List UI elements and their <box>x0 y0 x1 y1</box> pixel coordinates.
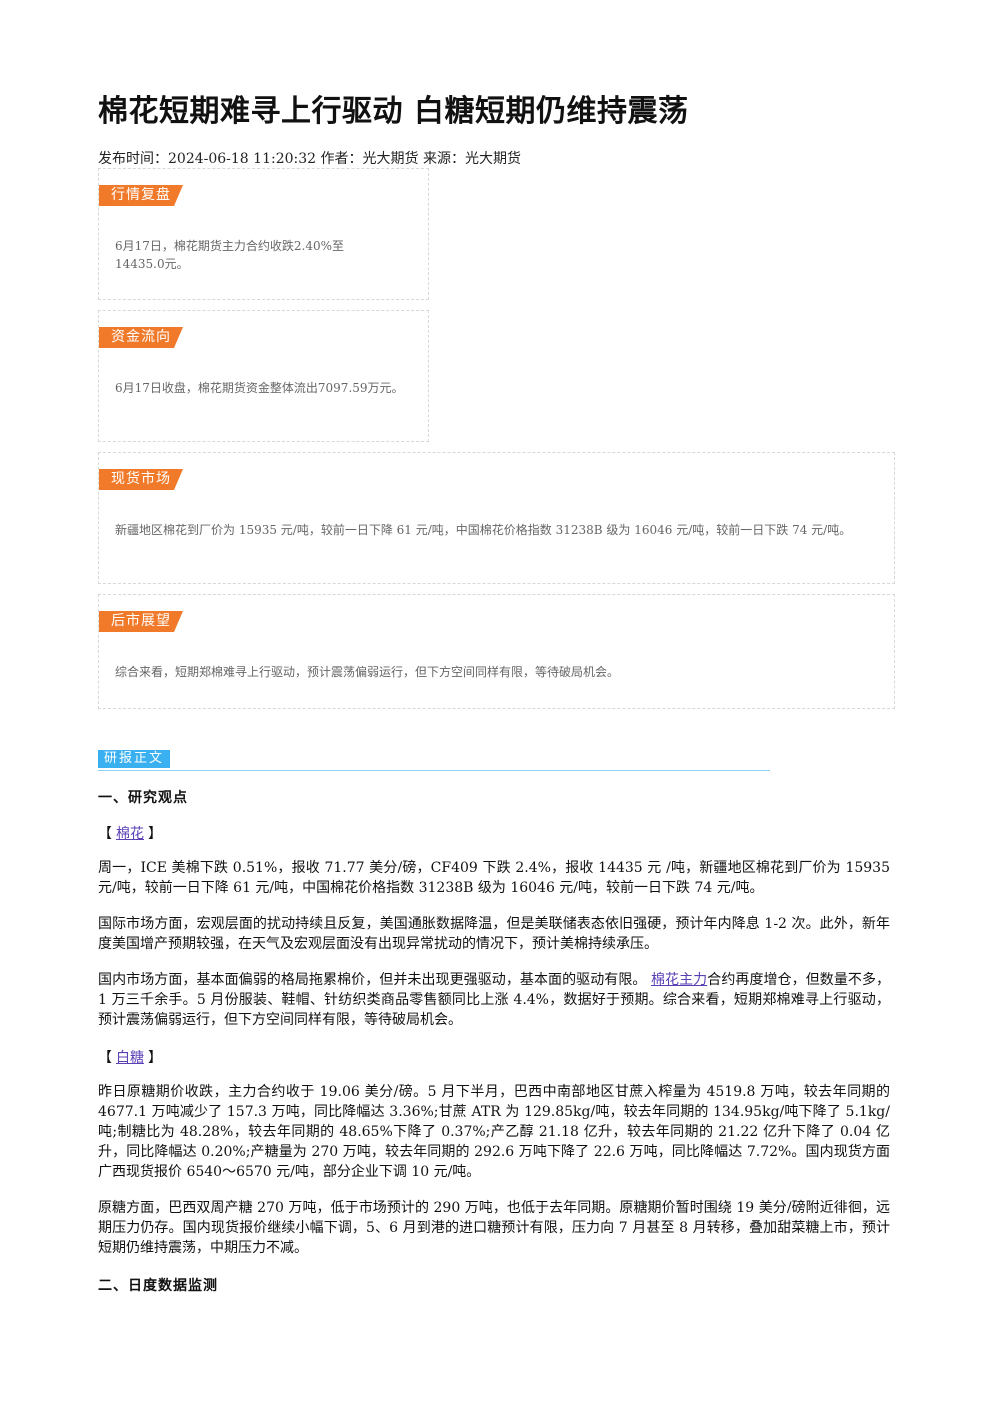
sugar-heading: 【白糖】 <box>98 1047 162 1067</box>
card-text: 综合来看，短期郑棉难寻上行驱动，预计震荡偏弱运行，但下方空间同样有限，等待破局机… <box>115 665 620 679</box>
bracket-open: 【 <box>98 1050 112 1066</box>
report-section-header: 研报正文 <box>98 750 770 771</box>
bracket-close: 】 <box>148 826 162 842</box>
cotton-link[interactable]: 棉花 <box>116 826 144 842</box>
card-text: 6月17日，棉花期货主力合约收跌2.40%至14435.0元。 <box>115 239 345 271</box>
summary-card-market-review: 行情复盘 6月17日，棉花期货主力合约收跌2.40%至14435.0元。 <box>98 168 429 300</box>
bracket-close: 】 <box>148 1050 162 1066</box>
card-tag: 行情复盘 <box>99 185 183 206</box>
article-meta: 发布时间：2024-06-18 11:20:32 作者：光大期货 来源：光大期货 <box>98 151 521 167</box>
page-title: 棉花短期难寻上行驱动 白糖短期仍维持震荡 <box>98 94 689 129</box>
card-tag: 后市展望 <box>99 611 183 632</box>
cotton-paragraph-1: 周一，ICE 美棉下跌 0.51%，报收 71.77 美分/磅，CF409 下跌… <box>98 860 890 896</box>
sugar-link[interactable]: 白糖 <box>116 1050 144 1066</box>
cotton-p3-part-b: 合约再度增仓，但数量不多，1 万三千余手。5 月份服装、鞋帽、针纺织类商品零售额… <box>98 972 891 1028</box>
heading-daily-data: 二、日度数据监测 <box>98 1278 218 1294</box>
card-tag: 现货市场 <box>99 469 183 490</box>
summary-card-outlook: 后市展望 综合来看，短期郑棉难寻上行驱动，预计震荡偏弱运行，但下方空间同样有限，… <box>98 594 895 709</box>
card-tag: 资金流向 <box>99 327 183 348</box>
card-text: 6月17日收盘，棉花期货资金整体流出7097.59万元。 <box>115 381 404 395</box>
card-text: 新疆地区棉花到厂价为 15935 元/吨，较前一日下降 61 元/吨，中国棉花价… <box>115 523 852 537</box>
bracket-open: 【 <box>98 826 112 842</box>
cotton-paragraph-3: 国内市场方面，基本面偏弱的格局拖累棉价，但并未出现更强驱动，基本面的驱动有限。 … <box>98 970 890 1030</box>
cotton-p3-part-a: 国内市场方面，基本面偏弱的格局拖累棉价，但并未出现更强驱动，基本面的驱动有限。 <box>98 972 647 988</box>
summary-card-capital-flow: 资金流向 6月17日收盘，棉花期货资金整体流出7097.59万元。 <box>98 310 429 442</box>
heading-research-view: 一、研究观点 <box>98 790 188 806</box>
summary-card-spot-market: 现货市场 新疆地区棉花到厂价为 15935 元/吨，较前一日下降 61 元/吨，… <box>98 452 895 584</box>
sugar-paragraph-2: 原糖方面，巴西双周产糖 270 万吨，低于市场预计的 290 万吨，也低于去年同… <box>98 1200 890 1256</box>
section-tag: 研报正文 <box>98 750 171 768</box>
cotton-main-contract-link[interactable]: 棉花主力 <box>650 972 708 988</box>
cotton-heading: 【棉花】 <box>98 823 162 843</box>
cotton-paragraph-2: 国际市场方面，宏观层面的扰动持续且反复，美国通胀数据降温，但是美联储表态依旧强硬… <box>98 916 890 952</box>
sugar-paragraph-1: 昨日原糖期价收跌，主力合约收于 19.06 美分/磅。5 月下半月，巴西中南部地… <box>98 1084 890 1180</box>
